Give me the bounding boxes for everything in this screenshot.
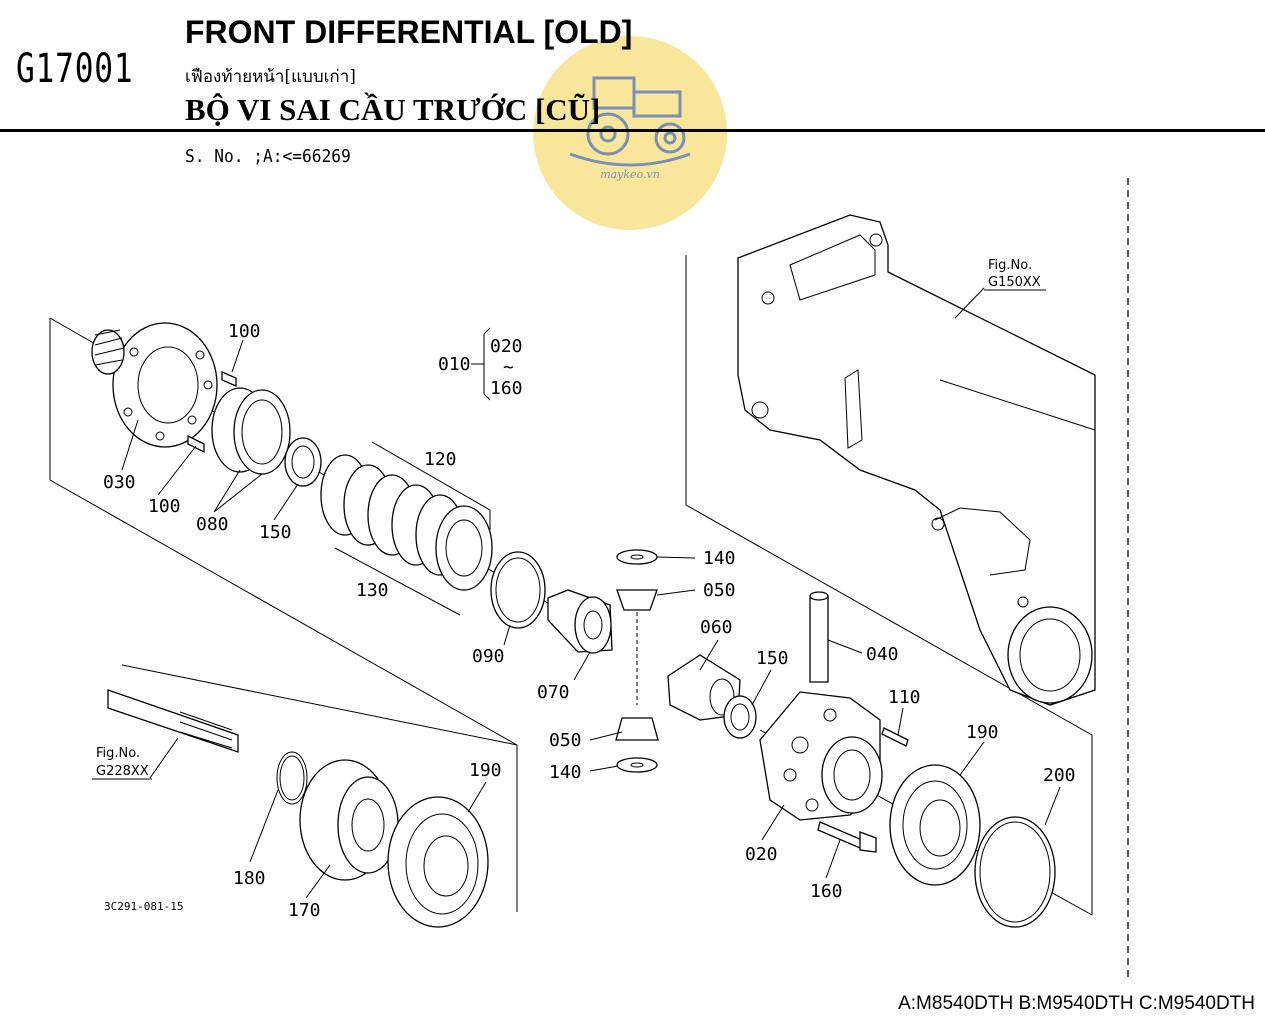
callout-200: 200 [1043,765,1076,786]
callout-080: 080 [196,514,229,535]
callout-150: 150 [259,522,292,543]
part-100-pins [187,371,237,454]
fig-ref-left: Fig.No. G228XX [92,746,152,780]
callout-110: 110 [888,687,921,708]
callout-070: 070 [537,682,570,703]
callout-120: 120 [424,449,457,470]
svg-text:G150XX: G150XX [988,275,1041,290]
transmission-housing [737,214,1096,706]
part-030-flange [91,322,218,448]
part-040-shaft [809,591,829,683]
callout-050: 050 [703,580,736,601]
part-080-seals [211,387,291,475]
part-110-pin [881,727,909,747]
part-070-side-gear [547,589,613,654]
callout-160: 160 [810,881,843,902]
leader-lines [121,287,1061,899]
illustration-code: 3C291-081-15 [104,900,184,913]
callout-100: 100 [148,496,181,517]
part-160-bolt [817,821,877,853]
callout-190: 190 [966,722,999,743]
header-rule [0,129,1265,132]
bracket-tilde: ~ [503,357,514,378]
part-190-bearing-right [889,764,981,886]
callout-150: 150 [756,648,789,669]
part-020-case [759,691,883,821]
serial-number: S. No. ;A:<=66269 [185,146,351,167]
callout-040: 040 [866,644,899,665]
callout-020: 020 [745,844,778,865]
title-thai: เฟืองท้ายหน้า[แบบเก่า] [185,67,356,87]
callout-100: 100 [228,321,261,342]
bracket-from-label: 020 [490,336,523,357]
part-190-bearing-left [387,796,489,928]
bracket-parent-label: 010 [438,354,471,375]
callout-050: 050 [549,730,582,751]
callout-170: 170 [288,900,321,921]
callout-140: 140 [549,762,582,783]
left-axle-shaft [107,689,239,753]
part-170-gear [299,759,399,881]
svg-text:G228XX: G228XX [96,764,149,779]
part-150-washer-b [723,695,757,739]
title-english: FRONT DIFFERENTIAL [OLD] [185,14,633,50]
watermark-logo: maykeo.vn [533,36,727,230]
bracket-to-label: 160 [490,378,523,399]
part-050-pinion-upper [616,549,658,705]
assembly-bracket: 010 020 ~ 160 [438,327,523,401]
part-090-ring [490,551,546,629]
svg-text:Fig.No.: Fig.No. [96,746,140,761]
title-vietnamese: BỘ VI SAI CẦU TRƯỚC [CŨ] [185,92,601,127]
callout-060: 060 [700,617,733,638]
part-120-130-plates [320,441,493,616]
callout-090: 090 [472,646,505,667]
watermark-text: maykeo.vn [600,168,660,181]
part-180-snap-ring [276,751,308,805]
callout-180: 180 [233,868,266,889]
page-code: G17001 [16,46,134,92]
part-050-pinion-lower [615,717,659,773]
part-200-ring [974,816,1056,928]
model-list: A:M8540DTH B:M9540DTH C:M9540DTH [898,993,1255,1014]
part-callouts: 100 100 030 080 150 120 130 090 140 050 … [103,321,1076,921]
fig-ref-top: Fig.No. G150XX [984,258,1046,291]
callout-190: 190 [469,760,502,781]
callout-130: 130 [356,580,389,601]
tractor-icon [569,76,691,167]
part-150-washer-a [284,437,322,487]
callout-030: 030 [103,472,136,493]
callout-140: 140 [703,548,736,569]
svg-text:Fig.No.: Fig.No. [988,258,1032,273]
